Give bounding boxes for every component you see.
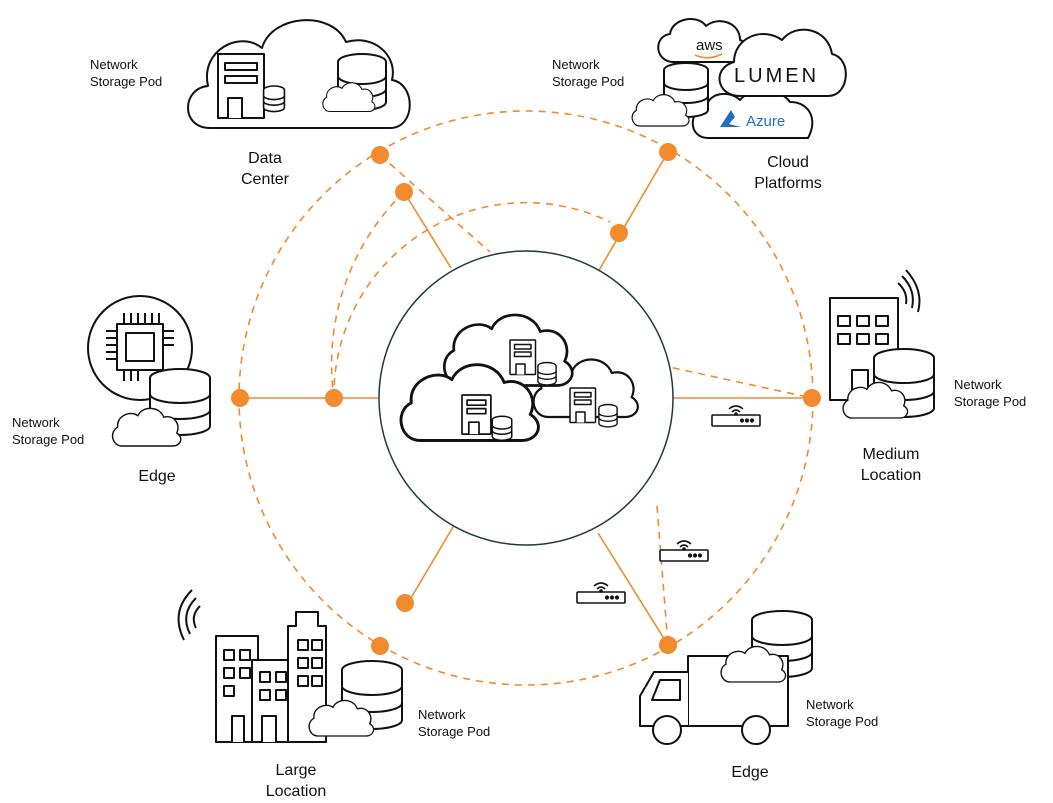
azure-icon: [720, 110, 741, 127]
node: [371, 146, 389, 164]
node: [371, 637, 389, 655]
database-icon: [537, 361, 557, 386]
large-location-icon-group: [177, 589, 403, 743]
pod-label-line1: Network: [90, 57, 138, 72]
lumen-logo: LUMEN: [734, 65, 819, 87]
large-location-label: Large Location: [265, 762, 327, 800]
pod-label-medium-location: Network Storage Pod: [954, 377, 1027, 409]
edge-left-icon-group: [87, 295, 211, 447]
cloud-platforms-label: Cloud Platforms: [754, 154, 822, 192]
building-icon: [509, 339, 537, 376]
building-icon: [569, 387, 597, 424]
node: [325, 389, 343, 407]
data-center-label: Data Center: [240, 150, 290, 188]
node: [231, 389, 249, 407]
chip-icon: [106, 313, 174, 381]
router-icon: [659, 540, 709, 562]
cloud-platforms-icon-group: [631, 18, 847, 139]
pod-label-data-center: Network Storage Pod: [90, 56, 162, 90]
router-icon: [711, 405, 761, 427]
inner-arc: [333, 201, 611, 399]
building-icon: [461, 394, 492, 435]
wifi-signal-icon: [897, 269, 921, 313]
ring-nodes: [231, 143, 821, 655]
edge-bottom-icon-group: [639, 610, 813, 745]
node: [659, 143, 677, 161]
aws-logo: aws: [696, 37, 723, 54]
database-icon: [262, 85, 286, 113]
pod-label-large-location: Network Storage Pod: [418, 707, 491, 739]
node: [659, 636, 677, 654]
central-hub: [378, 250, 674, 546]
data-center-icon-group: [187, 19, 411, 129]
pod-label-edge-left: Network Storage Pod: [12, 415, 85, 447]
node: [395, 183, 413, 201]
building-icon: [215, 611, 327, 743]
database-icon: [598, 403, 618, 428]
node: [396, 594, 414, 612]
medium-location-label: Medium Location: [860, 446, 922, 484]
node: [610, 224, 628, 242]
brand-logos: aws LUMEN Azure: [694, 37, 819, 130]
medium-location-icon-group: [829, 269, 935, 419]
database-icon: [491, 415, 513, 441]
wifi-signal-icon: [177, 589, 201, 641]
pod-label-edge-bottom: Network Storage Pod: [806, 697, 879, 729]
pod-label-cloud-platforms: Network Storage Pod: [552, 57, 625, 89]
edge-bottom-label: Edge: [731, 764, 769, 781]
router-icon: [576, 582, 626, 604]
azure-logo: Azure: [746, 113, 785, 130]
edge-left-label: Edge: [138, 468, 176, 485]
node: [803, 389, 821, 407]
building-icon: [217, 53, 265, 119]
cloud-icon: [718, 28, 847, 97]
pod-label-line2: Storage Pod: [90, 74, 163, 89]
